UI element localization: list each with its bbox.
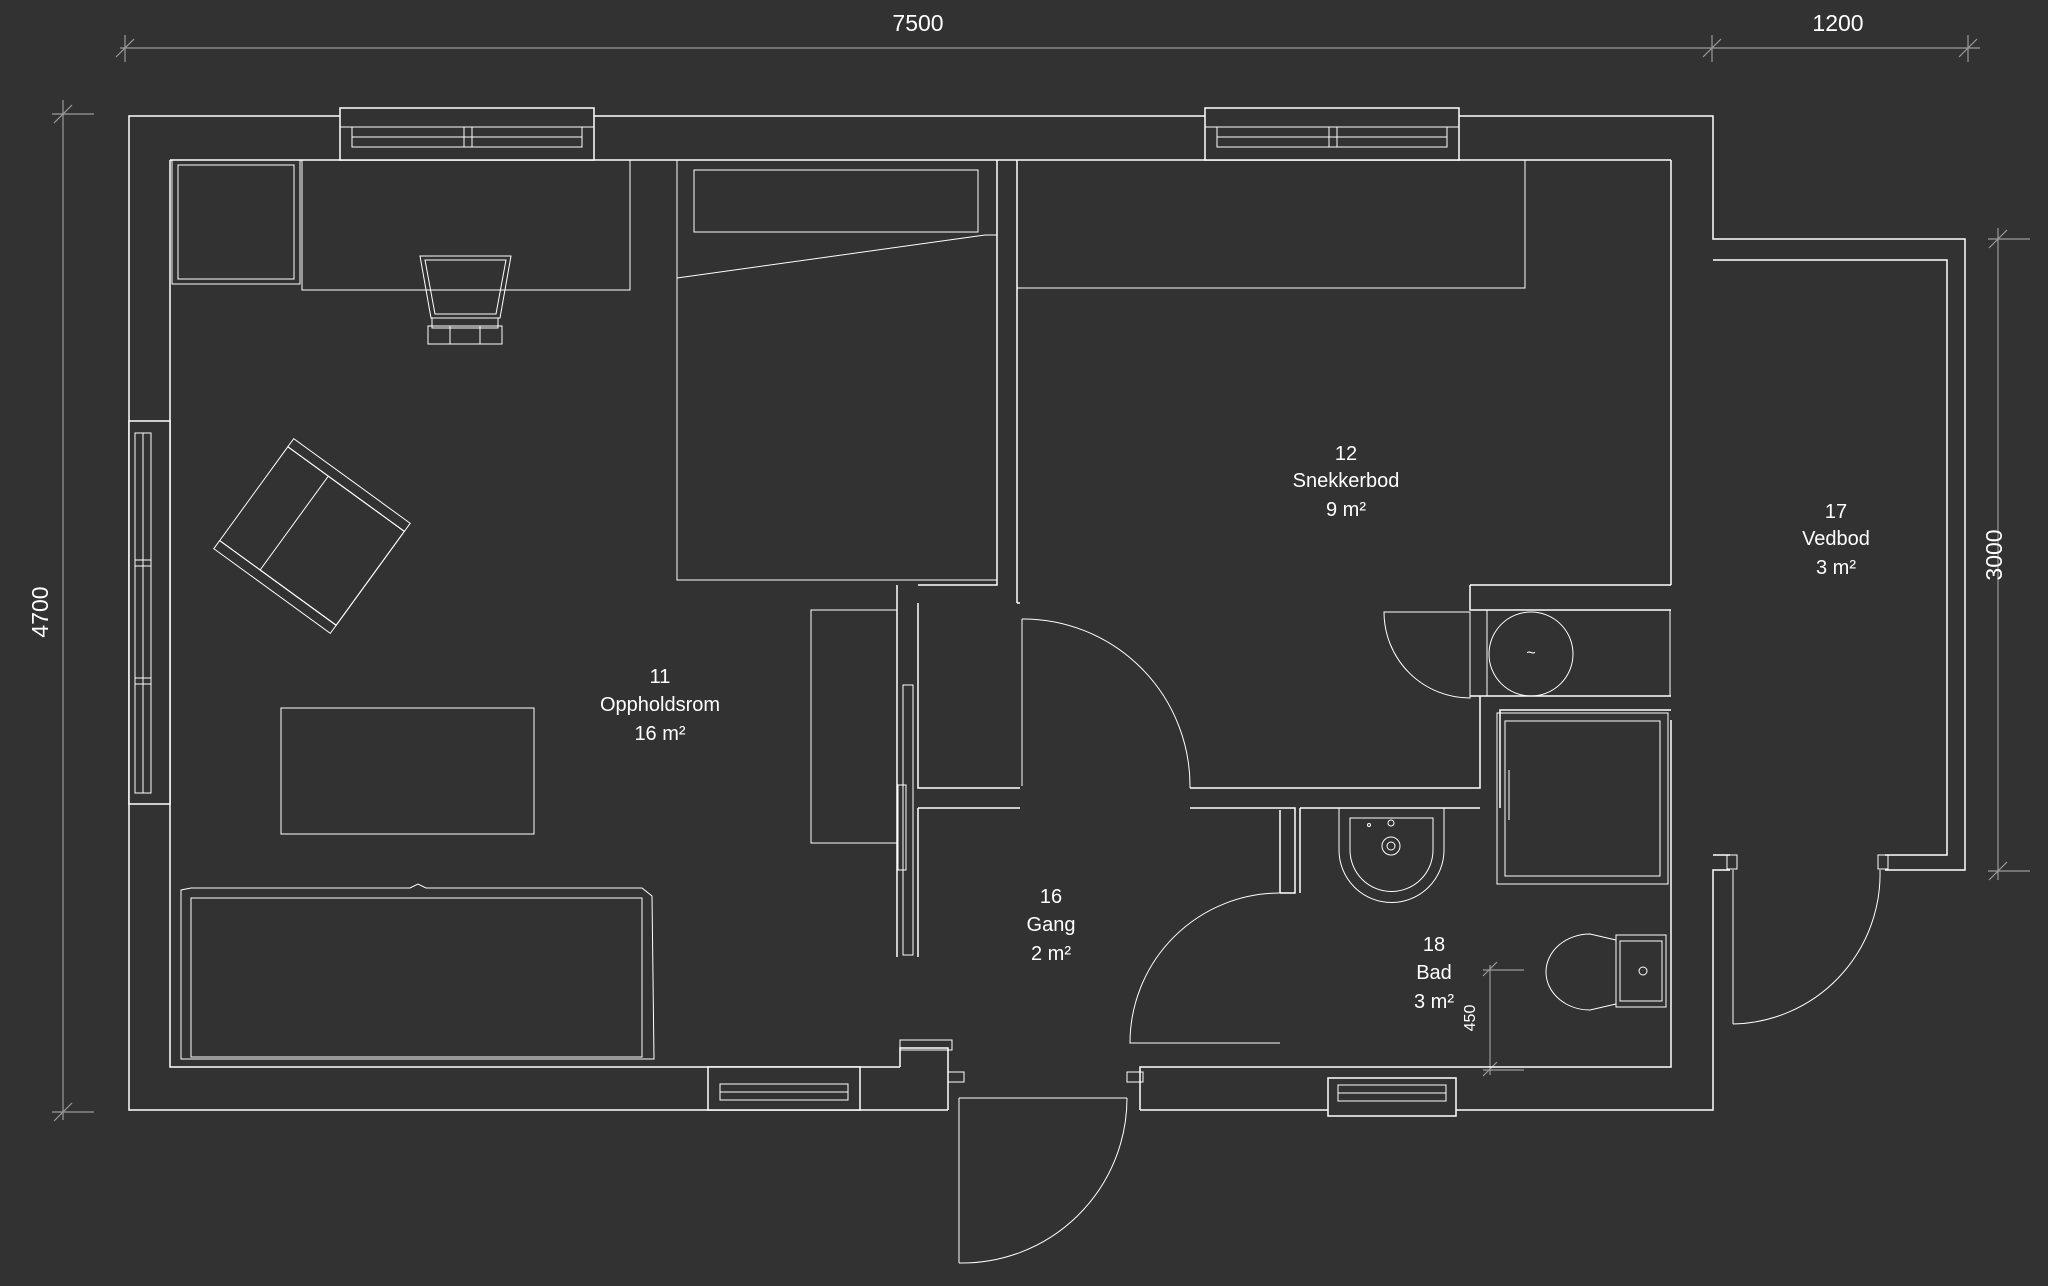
bed: [676, 159, 998, 581]
room-number: 11: [650, 666, 671, 688]
room-label-vedbod: 17 Vedbod 3 m²: [1802, 501, 1870, 579]
dimension-right: 3000: [1981, 529, 2007, 580]
dimension-top-side: 1200: [1812, 10, 1863, 36]
armchair: [213, 437, 411, 635]
room-area: 16 m²: [634, 723, 685, 745]
dimension-left: 4700: [27, 586, 53, 637]
room-number: 17: [1825, 501, 1847, 523]
washer-tilde-icon: ~: [1526, 645, 1535, 662]
room-label-bad: 18 Bad 3 m²: [1414, 934, 1454, 1013]
sink: [1338, 807, 1445, 903]
room-name: Vedbod: [1802, 528, 1870, 550]
room-number: 16: [1040, 886, 1062, 908]
side-shelf: [810, 609, 898, 844]
cabinet: [171, 159, 301, 285]
dimension-lines: [52, 35, 2030, 1122]
window-bottom-left: [707, 1066, 861, 1111]
room-area: 2 m²: [1031, 943, 1071, 965]
room-number: 18: [1423, 934, 1445, 956]
sofa: [180, 883, 655, 1060]
room-label-snekkerbod: 12 Snekkerbod 9 m²: [1293, 443, 1400, 521]
room-number: 12: [1335, 443, 1357, 465]
toilet: [1545, 933, 1667, 1011]
interior-walls: [896, 160, 1671, 957]
desk-chair: [419, 255, 512, 345]
desk: [301, 159, 631, 291]
room-name: Oppholdsrom: [600, 694, 720, 716]
coffee-table: [280, 707, 535, 835]
dimension-toilet-clearance: 450: [1462, 1005, 1479, 1032]
room-name: Snekkerbod: [1293, 470, 1400, 492]
window-top-right: [1204, 107, 1460, 161]
room-area: 9 m²: [1326, 499, 1366, 521]
room-name: Bad: [1416, 962, 1452, 984]
room-label-gang: 16 Gang 2 m²: [1027, 886, 1076, 965]
washer: [1486, 609, 1671, 697]
furniture: [171, 159, 1671, 1060]
shower: [1496, 712, 1669, 885]
workbench: [1016, 159, 1526, 289]
room-area: 3 m²: [1414, 991, 1454, 1013]
window-left: [128, 420, 171, 805]
windows: [128, 107, 1460, 1117]
dimension-top-main: 7500: [892, 10, 943, 36]
room-area: 3 m²: [1816, 557, 1856, 579]
room-name: Gang: [1027, 914, 1076, 936]
room-label-oppholdsrom: 11 Oppholdsrom 16 m²: [600, 666, 720, 745]
window-bottom-right: [1327, 1077, 1457, 1117]
doors: [897, 611, 1889, 1264]
window-top-left: [339, 107, 595, 161]
